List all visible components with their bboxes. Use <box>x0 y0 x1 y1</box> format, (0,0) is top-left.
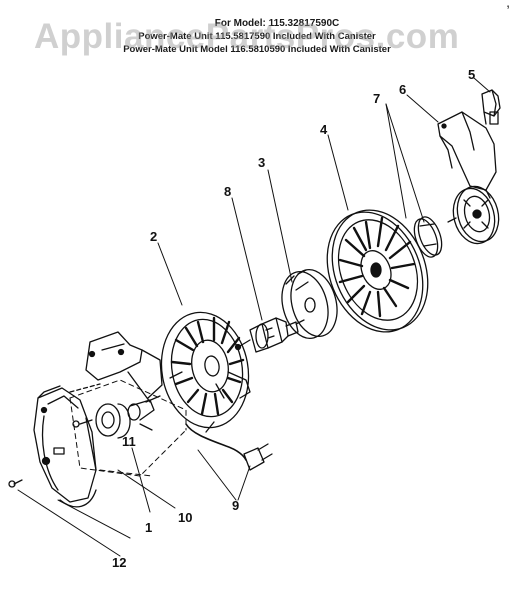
part-pulley-disc <box>281 269 338 339</box>
header-note-line-2: Power-Mate Unit Model 116.5810590 Includ… <box>123 44 391 55</box>
callout-4: 4 <box>320 122 328 137</box>
part-power-cord <box>185 421 273 471</box>
part-clips <box>413 216 443 258</box>
callout-5: 5 <box>468 67 475 82</box>
callout-9: 9 <box>232 498 239 513</box>
callout-labels: 5 6 7 4 3 8 2 1 11 10 9 12 <box>112 67 475 570</box>
callout-11: 11 <box>122 434 136 449</box>
leader-lines <box>17 77 491 557</box>
callout-7: 7 <box>373 91 380 106</box>
callout-10: 10 <box>178 510 192 525</box>
part-latch <box>481 89 501 125</box>
callout-6: 6 <box>399 82 406 97</box>
dashed-assembly-box <box>69 379 187 477</box>
header-note-line-1: Power-Mate Unit 115.5817590 Included Wit… <box>138 31 376 42</box>
part-front-reel <box>326 209 429 333</box>
callout-12: 12 <box>112 555 126 570</box>
part-motor-shaft <box>234 317 305 353</box>
callout-2: 2 <box>150 229 157 244</box>
callout-1: 1 <box>145 520 152 535</box>
part-cover-plate <box>33 385 97 508</box>
part-rear-reel <box>160 311 251 429</box>
part-idler-wheel <box>447 185 500 245</box>
part-bracket-frame <box>69 331 163 403</box>
watermark: AppliancePartsPros.com <box>34 17 460 56</box>
part-arm-bracket <box>437 111 497 199</box>
callout-3: 3 <box>258 155 265 170</box>
part-hub-spring <box>72 395 161 439</box>
callout-8: 8 <box>224 184 231 199</box>
corner-mark: , <box>506 0 510 10</box>
part-screw <box>8 479 23 488</box>
model-header: For Model: 115.32817590C <box>214 18 340 29</box>
